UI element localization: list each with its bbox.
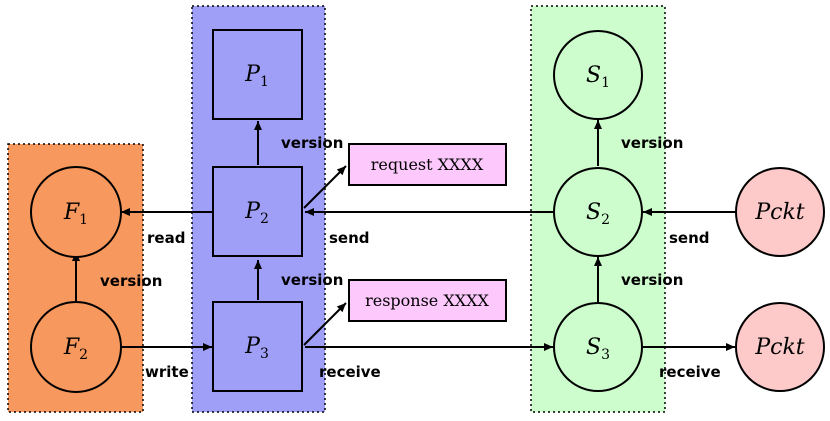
- node-pckt-bottom: [735, 302, 825, 392]
- edge-label-receive-s: receive: [659, 363, 721, 381]
- edge-label-write: write: [145, 363, 189, 381]
- request-note: [348, 143, 507, 186]
- node-s1: [553, 30, 643, 120]
- edge-p3-to-response-note: [303, 302, 347, 346]
- request-note-label: request XXXX: [371, 155, 484, 174]
- node-s2: [553, 167, 643, 257]
- node-pckt-top-label: Pckt: [754, 200, 804, 225]
- node-pckt-bottom-label: Pckt: [754, 335, 804, 360]
- node-f1: [30, 166, 122, 258]
- node-p2: [212, 166, 303, 257]
- node-f2-label: F2: [63, 335, 88, 363]
- node-p1: [212, 29, 303, 120]
- node-s2-label: S2: [586, 200, 610, 228]
- edge-label-send-p: send: [329, 229, 370, 247]
- node-f2: [30, 301, 122, 393]
- node-p3-label: P3: [244, 334, 269, 362]
- edge-label-read: read: [147, 229, 185, 247]
- node-pckt-top: [735, 167, 825, 257]
- edge-label-version-s-top: version: [621, 134, 683, 152]
- node-p1-label: P1: [244, 62, 269, 90]
- response-note: [348, 279, 507, 322]
- node-s3-label: S3: [586, 335, 610, 363]
- response-note-label: response XXXX: [365, 291, 489, 310]
- edge-p2-to-request-note: [303, 165, 347, 209]
- node-p3: [212, 301, 303, 392]
- node-p2-label: P2: [244, 199, 269, 227]
- edge-label-version-p-bottom: version: [281, 271, 343, 289]
- edge-label-version-f: version: [100, 272, 162, 290]
- node-s1-label: S1: [586, 63, 610, 91]
- edge-label-version-p-top: version: [281, 134, 343, 152]
- edge-label-version-s-bottom: version: [621, 271, 683, 289]
- edge-label-receive-p: receive: [319, 363, 381, 381]
- node-s3: [553, 302, 643, 392]
- node-f1-label: F1: [63, 200, 88, 228]
- edge-label-send-s: send: [669, 229, 710, 247]
